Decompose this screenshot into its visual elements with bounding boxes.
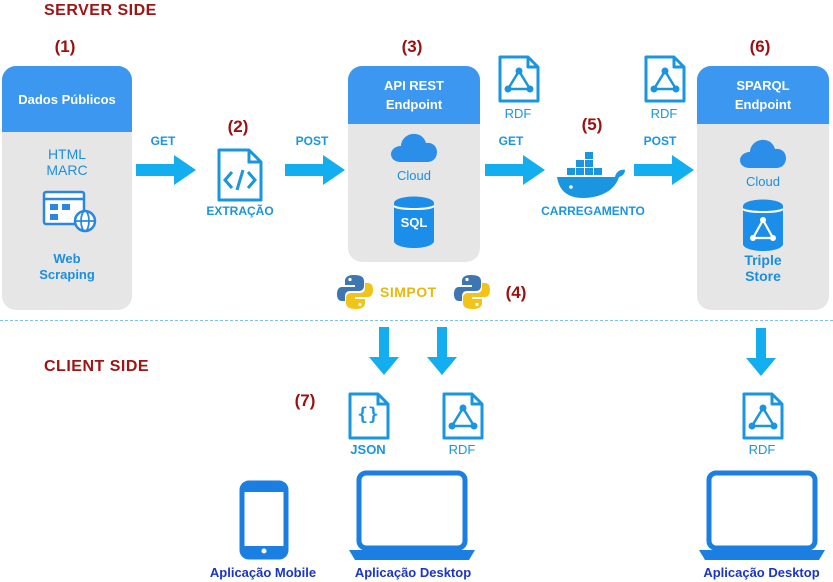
rdf-icon-4 xyxy=(738,392,786,440)
sparql-cloud-label: Cloud xyxy=(746,174,780,189)
step-7-label: (7) xyxy=(294,391,316,410)
post-arrow-1 xyxy=(285,155,345,185)
json-braces-glyph: {} xyxy=(357,404,379,425)
cloud-icon xyxy=(389,132,439,164)
step-4-label: (4) xyxy=(505,283,527,302)
docker-whale-icon xyxy=(555,148,629,200)
dados-publicos-card: Dados Públicos HTML MARC Web Scraping xyxy=(2,66,132,310)
rdf-label-1: RDF xyxy=(504,106,532,121)
sql-label: SQL xyxy=(400,215,428,230)
json-file-icon: {} xyxy=(344,392,392,440)
post-arrow-2 xyxy=(634,155,694,185)
app-desktop-label-1: Aplicação Desktop xyxy=(354,565,472,580)
api-rest-title: API REST Endpoint xyxy=(348,66,480,124)
client-side-title: CLIENT SIDE xyxy=(44,358,150,375)
api-rest-title-line2: Endpoint xyxy=(385,97,443,112)
rdf-icon-2 xyxy=(640,55,688,103)
down-arrow-rdf-sparql xyxy=(746,328,776,376)
web-scraping-line1: Web xyxy=(53,251,81,266)
post-label-1: POST xyxy=(295,134,329,148)
rdf-label-2: RDF xyxy=(650,106,678,121)
rdf-icon-3 xyxy=(438,392,486,440)
json-label: JSON xyxy=(350,442,386,457)
step-2-label: (2) xyxy=(227,117,249,136)
mobile-phone-icon xyxy=(239,480,289,560)
server-client-divider xyxy=(0,320,833,321)
simpot-label: SIMPOT xyxy=(380,284,437,300)
app-mobile-label: Aplicação Mobile xyxy=(209,565,317,580)
sparql-title: SPARQL Endpoint xyxy=(697,66,829,124)
sparql-card: SPARQL Endpoint Cloud Triple Store xyxy=(697,66,829,310)
python-icon-left xyxy=(335,272,375,312)
step-3-label: (3) xyxy=(401,37,423,56)
sparql-title-line2: Endpoint xyxy=(734,97,792,112)
web-scraping-icon xyxy=(42,190,98,234)
triple-store-icon xyxy=(741,198,785,252)
rdf-icon-1 xyxy=(494,55,542,103)
carregamento-label: CARREGAMENTO xyxy=(541,204,645,218)
formats-text: HTML MARC xyxy=(2,146,132,178)
api-cloud-label: Cloud xyxy=(397,168,431,183)
sql-database-icon: SQL xyxy=(392,195,436,249)
python-icon-right xyxy=(452,272,492,312)
code-file-icon xyxy=(213,148,265,202)
server-side-title: SERVER SIDE xyxy=(44,2,157,19)
get-label-2: GET xyxy=(498,134,524,148)
cloud-icon xyxy=(738,138,788,170)
get-arrow-2 xyxy=(485,155,545,185)
get-arrow-1 xyxy=(136,155,196,185)
post-label-2: POST xyxy=(643,134,677,148)
step-6-label: (6) xyxy=(749,37,771,56)
extracao-label: EXTRAÇÃO xyxy=(206,204,274,218)
down-arrow-json xyxy=(369,327,399,375)
triple-store-line2: Store xyxy=(745,268,781,284)
down-arrow-rdf xyxy=(427,327,457,375)
format-marc: MARC xyxy=(46,162,88,178)
format-html: HTML xyxy=(47,146,87,162)
get-label-1: GET xyxy=(150,134,176,148)
api-rest-card: API REST Endpoint Cloud SQL xyxy=(348,66,480,262)
step-1-label: (1) xyxy=(54,37,76,56)
step-5-label: (5) xyxy=(581,115,603,134)
web-scraping-line2: Scraping xyxy=(39,267,95,282)
app-desktop-label-2: Aplicação Desktop xyxy=(703,565,820,580)
rdf-label-4: RDF xyxy=(748,442,776,457)
rdf-label-3: RDF xyxy=(448,442,476,457)
laptop-icon-2 xyxy=(697,470,827,562)
web-scraping-label: Web Scraping xyxy=(2,251,132,283)
api-rest-title-line1: API REST xyxy=(384,78,444,93)
sparql-title-line1: SPARQL xyxy=(736,78,790,93)
triple-store-label: Triple Store xyxy=(697,252,829,284)
dados-publicos-title: Dados Públicos xyxy=(2,66,132,132)
laptop-icon-1 xyxy=(347,470,477,562)
triple-store-line1: Triple xyxy=(744,252,782,268)
